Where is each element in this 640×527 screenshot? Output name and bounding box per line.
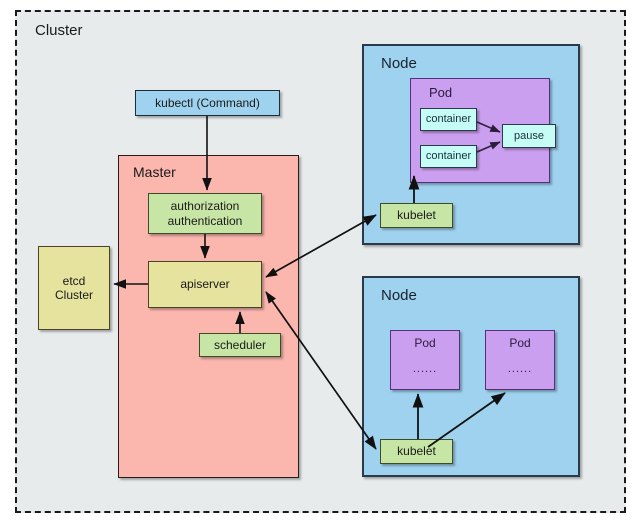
master-label: Master [133, 164, 176, 180]
node-2-pod-2[interactable]: Pod ...... [485, 330, 555, 390]
apiserver-box[interactable]: apiserver [148, 261, 262, 308]
scheduler-box[interactable]: scheduler [199, 333, 281, 357]
etcd-cluster-box[interactable]: etcd Cluster [38, 246, 110, 330]
node-1-container-2-box[interactable]: container [420, 145, 477, 168]
node-1-label: Node [381, 55, 417, 72]
node-1-pod-label: Pod [429, 85, 453, 100]
node-2-kubelet-box[interactable]: kubelet [380, 439, 453, 464]
node-2-pod-2-dots: ...... [507, 363, 533, 375]
node-2-pod-1[interactable]: Pod ...... [390, 330, 460, 390]
cluster-label: Cluster [35, 22, 83, 39]
authorization-authentication-box[interactable]: authorization authentication [148, 193, 262, 234]
node-2-pod-1-dots: ...... [412, 363, 438, 375]
node-2-pod-2-label: Pod [509, 336, 531, 350]
authentication-label: authentication [167, 213, 243, 228]
etcd-label-line-1: etcd [62, 273, 86, 288]
authorization-label: authorization [170, 199, 240, 214]
etcd-label-line-2: Cluster [54, 288, 93, 302]
kubectl-command-box[interactable]: kubectl (Command) [135, 90, 280, 116]
node-2-label: Node [381, 287, 417, 304]
node-2-pod-1-label: Pod [414, 336, 436, 350]
pause-container-box[interactable]: pause [502, 124, 556, 148]
node-1-kubelet-box[interactable]: kubelet [380, 203, 453, 228]
node-1-container-1-box[interactable]: container [420, 108, 477, 131]
